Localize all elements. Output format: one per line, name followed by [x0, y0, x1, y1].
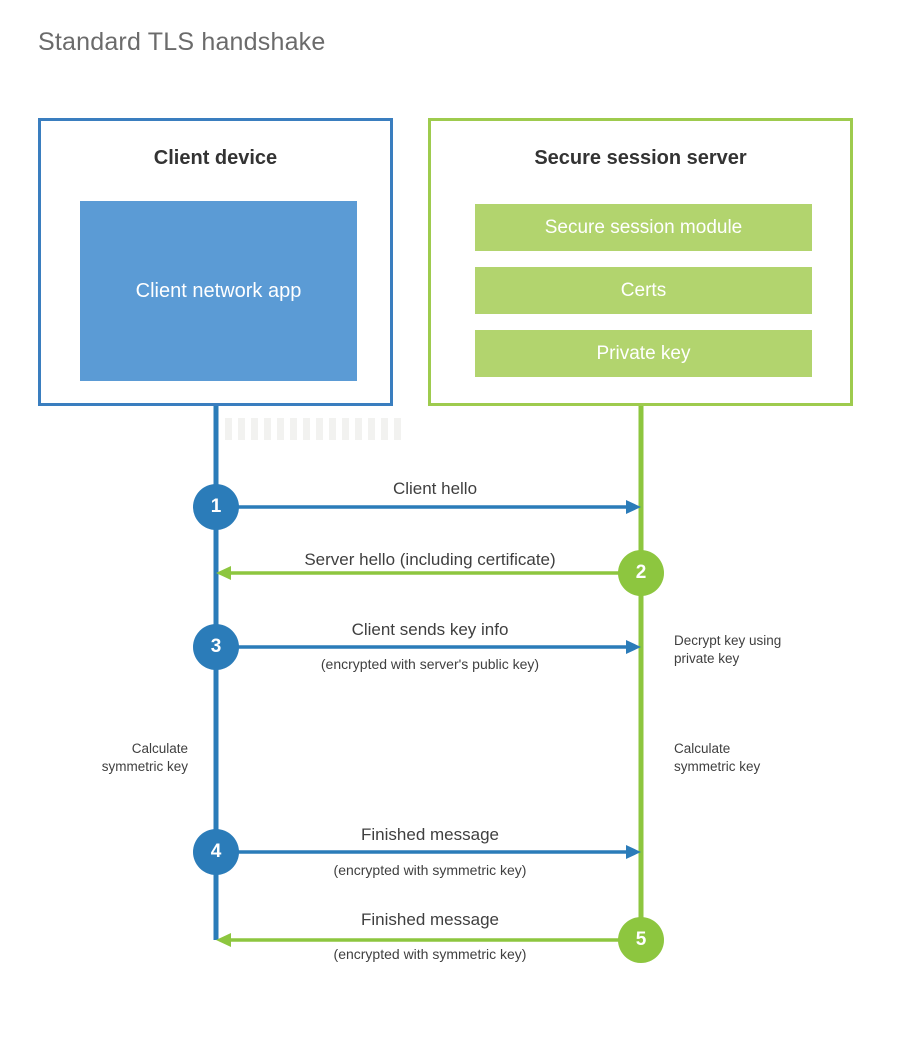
step-2-primary-label: Server hello (including certificate) — [304, 550, 556, 569]
step-4-sub-label: (encrypted with symmetric key) — [333, 862, 527, 878]
note-decrypt-key: Decrypt key using private key — [674, 632, 864, 668]
arrow-head-step-4 — [626, 845, 641, 859]
secure-session-server-title: Secure session server — [534, 147, 747, 169]
step-5-sub-label: (encrypted with symmetric key) — [333, 946, 527, 962]
server-block-private-key: Private key — [475, 330, 812, 377]
arrow-head-step-2 — [216, 566, 231, 580]
client-device-box: Client device Client network app — [38, 118, 393, 406]
step-5-primary-label: Finished message — [361, 910, 499, 929]
page-title: Standard TLS handshake — [38, 28, 326, 56]
step-3-primary-label: Client sends key info — [351, 620, 509, 639]
note-calculate-symmetric-key-server: Calculate symmetric key — [674, 740, 864, 776]
server-block-secure-session-module: Secure session module — [475, 204, 812, 251]
step-badge-2[interactable]: 2 — [618, 550, 664, 596]
note-calculate-symmetric-key-client: Calculate symmetric key — [20, 740, 188, 776]
arrow-head-step-3 — [626, 640, 641, 654]
step-badge-4[interactable]: 4 — [193, 829, 239, 875]
note-calc-client-line-2: symmetric key — [101, 759, 188, 775]
step-3-sub-label: (encrypted with server's public key) — [320, 656, 540, 672]
note-calc-server-line-2: symmetric key — [674, 759, 761, 775]
client-device-title: Client device — [153, 147, 278, 169]
secure-session-server-box: Secure session server Secure session mod… — [428, 118, 853, 406]
step-badge-3[interactable]: 3 — [193, 624, 239, 670]
note-calc-server-line-1: Calculate — [674, 741, 731, 756]
server-block-certs: Certs — [475, 267, 812, 314]
note-decrypt-key-line-2: private key — [674, 651, 740, 667]
step-4-primary-label: Finished message — [361, 825, 499, 844]
arrow-head-step-5 — [216, 933, 231, 947]
step-1-primary-label: Client hello — [392, 479, 478, 498]
arrow-head-step-1 — [626, 500, 641, 514]
step-badge-5[interactable]: 5 — [618, 917, 664, 963]
note-calc-client-line-1: Calculate — [131, 741, 188, 756]
note-decrypt-key-line-1: Decrypt key using — [674, 633, 782, 648]
step-badge-1[interactable]: 1 — [193, 484, 239, 530]
client-network-app-block: Client network app — [80, 201, 357, 381]
